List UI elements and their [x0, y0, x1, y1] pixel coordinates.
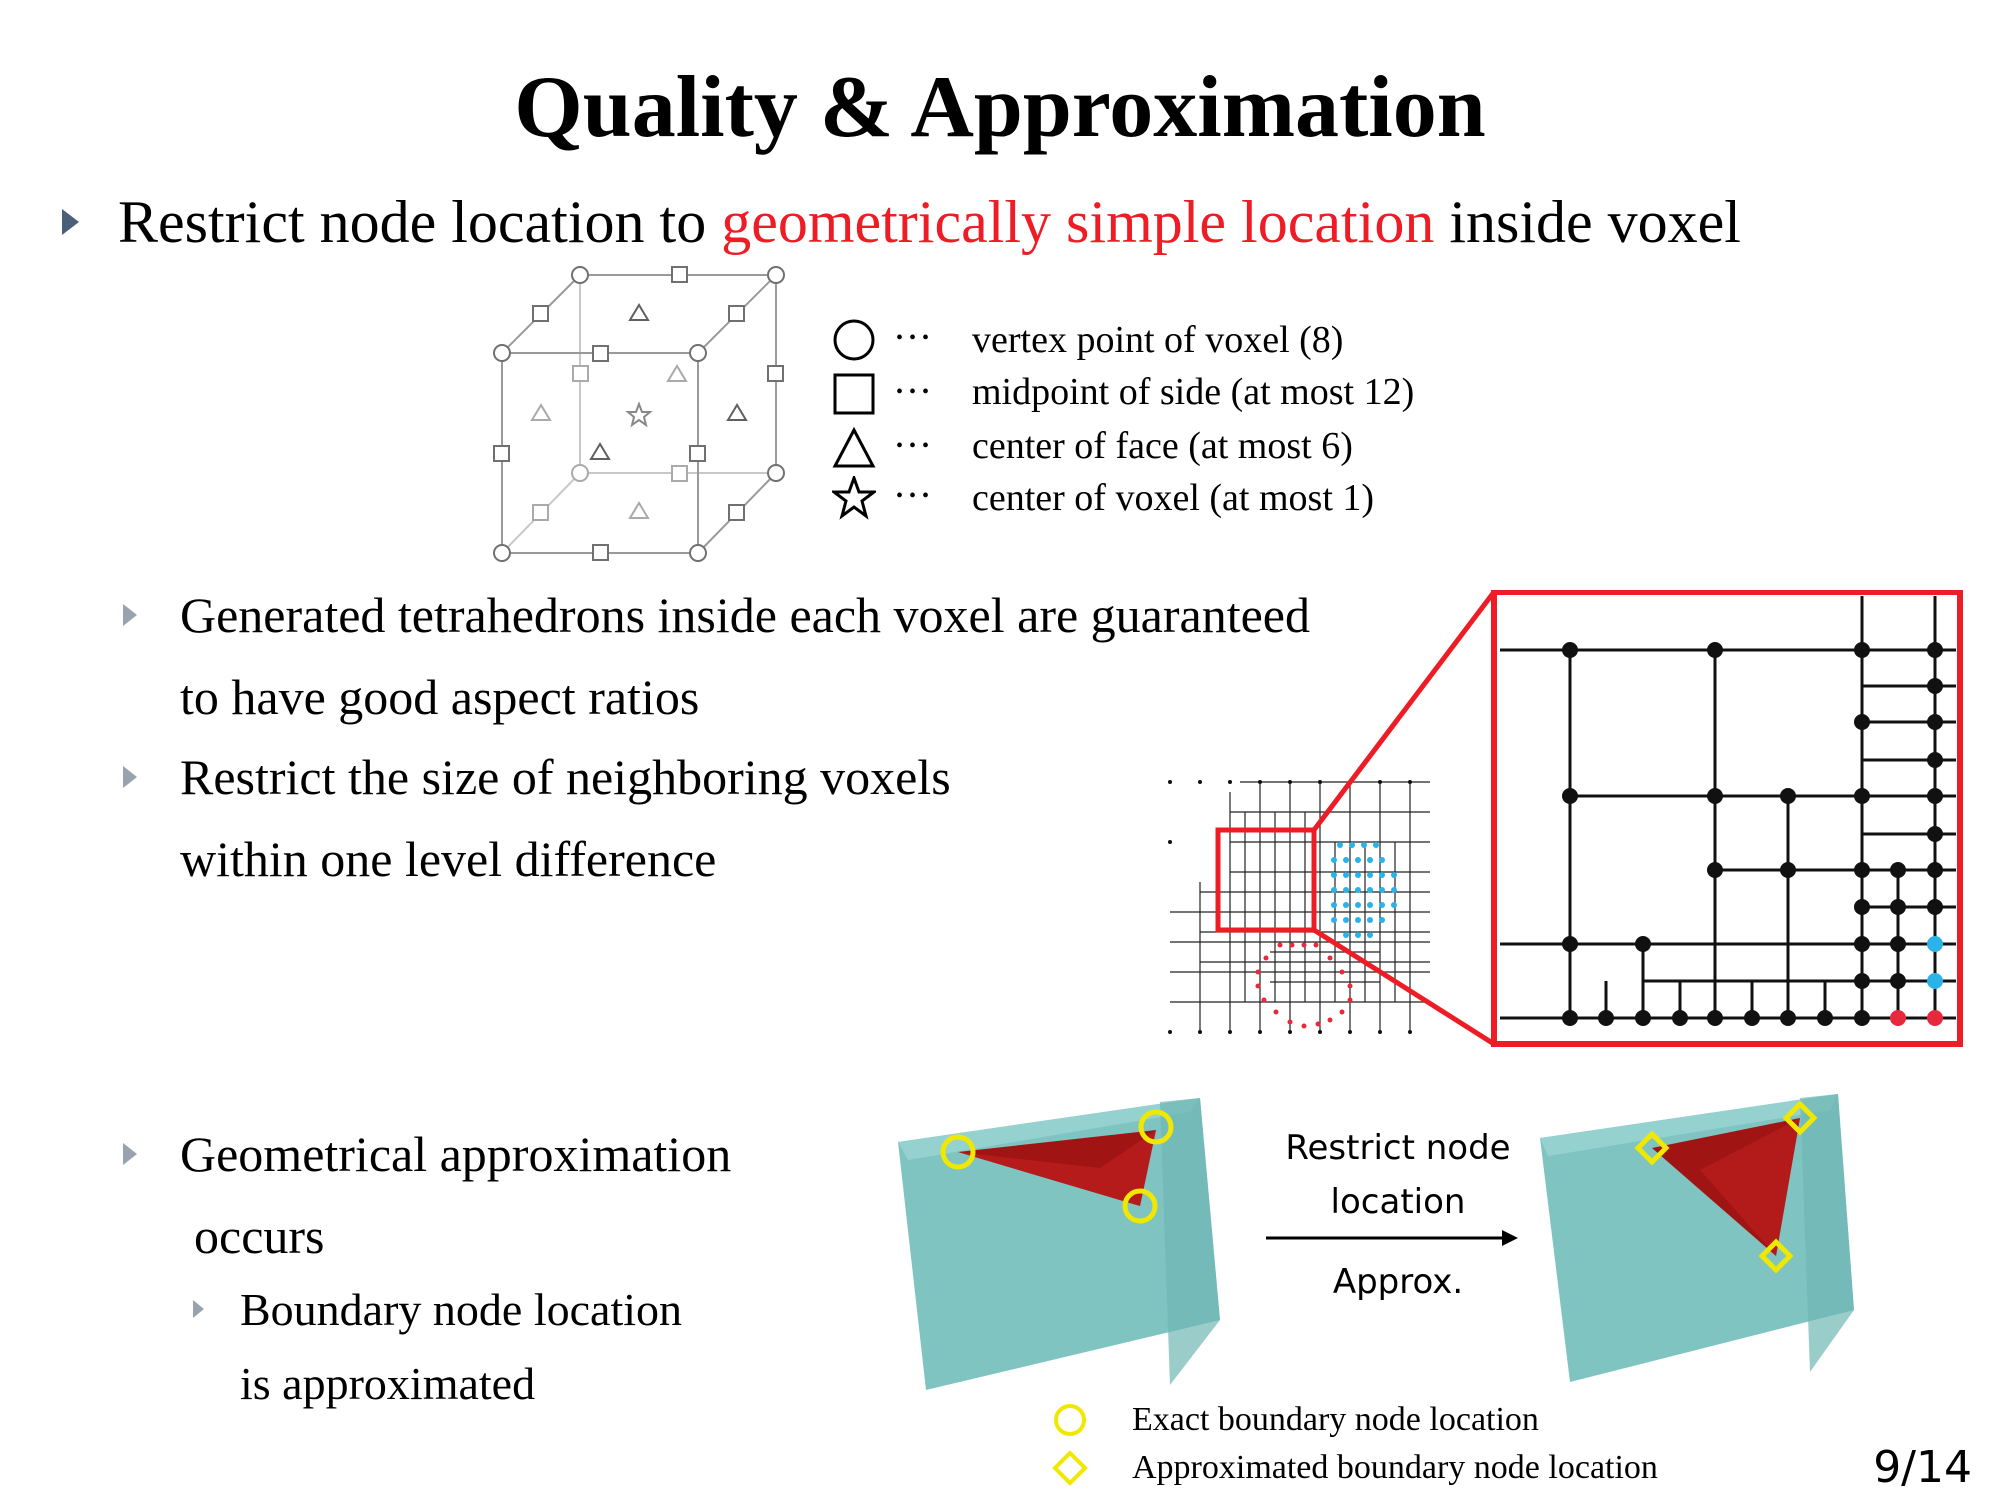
main-bullet-text: Restrict node location to geometrically … — [118, 186, 1741, 258]
bullet-arrow-icon — [123, 604, 137, 626]
caption-exact: Exact boundary node location — [1132, 1401, 1539, 1438]
legend-dots: ••• — [896, 485, 936, 507]
legend-item: ••• vertex point of voxel (8) — [830, 318, 1430, 372]
approx-bullet-line2: occurs — [194, 1208, 325, 1264]
arrow-label-top-line2: location — [1330, 1182, 1466, 1222]
neighbor-bullet-line1: Restrict the size of neighboring voxels — [180, 749, 951, 805]
star-icon — [832, 476, 876, 520]
legend-text: midpoint of side (at most 12) — [972, 371, 1415, 413]
page-number: 9/14 — [1873, 1442, 1972, 1493]
legend-dots: ••• — [896, 327, 936, 349]
bullet-arrow-icon — [62, 209, 79, 235]
bullet-arrow-icon — [123, 766, 137, 788]
legend-item: ••• midpoint of side (at most 12) — [830, 371, 1430, 426]
cube-approx-figure — [1540, 1094, 1854, 1382]
bullet-arrow-icon — [123, 1143, 137, 1165]
arrow-label-bottom: Approx. — [1332, 1262, 1464, 1302]
legend-text: vertex point of voxel (8) — [972, 319, 1344, 361]
legend-dots: ••• — [896, 435, 936, 457]
circle-icon — [833, 319, 875, 361]
caption-approx: Approximated boundary node location — [1132, 1449, 1658, 1486]
square-icon — [833, 373, 875, 415]
boundary-bullet-line1: Boundary node location — [240, 1284, 683, 1335]
cube-exact-figure — [898, 1098, 1220, 1390]
bullet-arrow-icon — [193, 1300, 204, 1318]
tetra-bullet-line1: Generated tetrahedrons inside each voxel… — [180, 587, 1310, 643]
octree-grid-figure — [1168, 590, 1963, 1047]
tetra-bullet-line2: to have good aspect ratios — [180, 669, 700, 725]
approx-bullet-line1: Geometrical approximation — [180, 1126, 732, 1182]
slide-title: Quality & Approximation — [514, 59, 1486, 156]
legend-item: ••• center of voxel (at most 1) — [830, 476, 1430, 534]
neighbor-bullet-line2: within one level difference — [180, 831, 717, 887]
legend-item: ••• center of face (at most 6) — [830, 425, 1430, 480]
main-bullet-suffix: inside voxel — [1434, 189, 1741, 255]
arrow-label-top-line1: Restrict node — [1285, 1128, 1511, 1168]
legend-text: center of face (at most 6) — [972, 425, 1353, 467]
approx-marker-icon — [1052, 1450, 1088, 1486]
legend-text: center of voxel (at most 1) — [972, 477, 1375, 519]
main-bullet-highlight: geometrically simple location — [721, 189, 1435, 255]
voxel-cube-diagram — [493, 266, 785, 562]
arrow-right-icon — [1266, 1230, 1518, 1246]
main-bullet-prefix: Restrict node location to — [118, 189, 722, 255]
exact-marker-icon — [1054, 1404, 1086, 1436]
legend-dots: ••• — [896, 381, 936, 403]
triangle-icon — [832, 426, 876, 468]
boundary-bullet-line2: is approximated — [240, 1358, 536, 1409]
